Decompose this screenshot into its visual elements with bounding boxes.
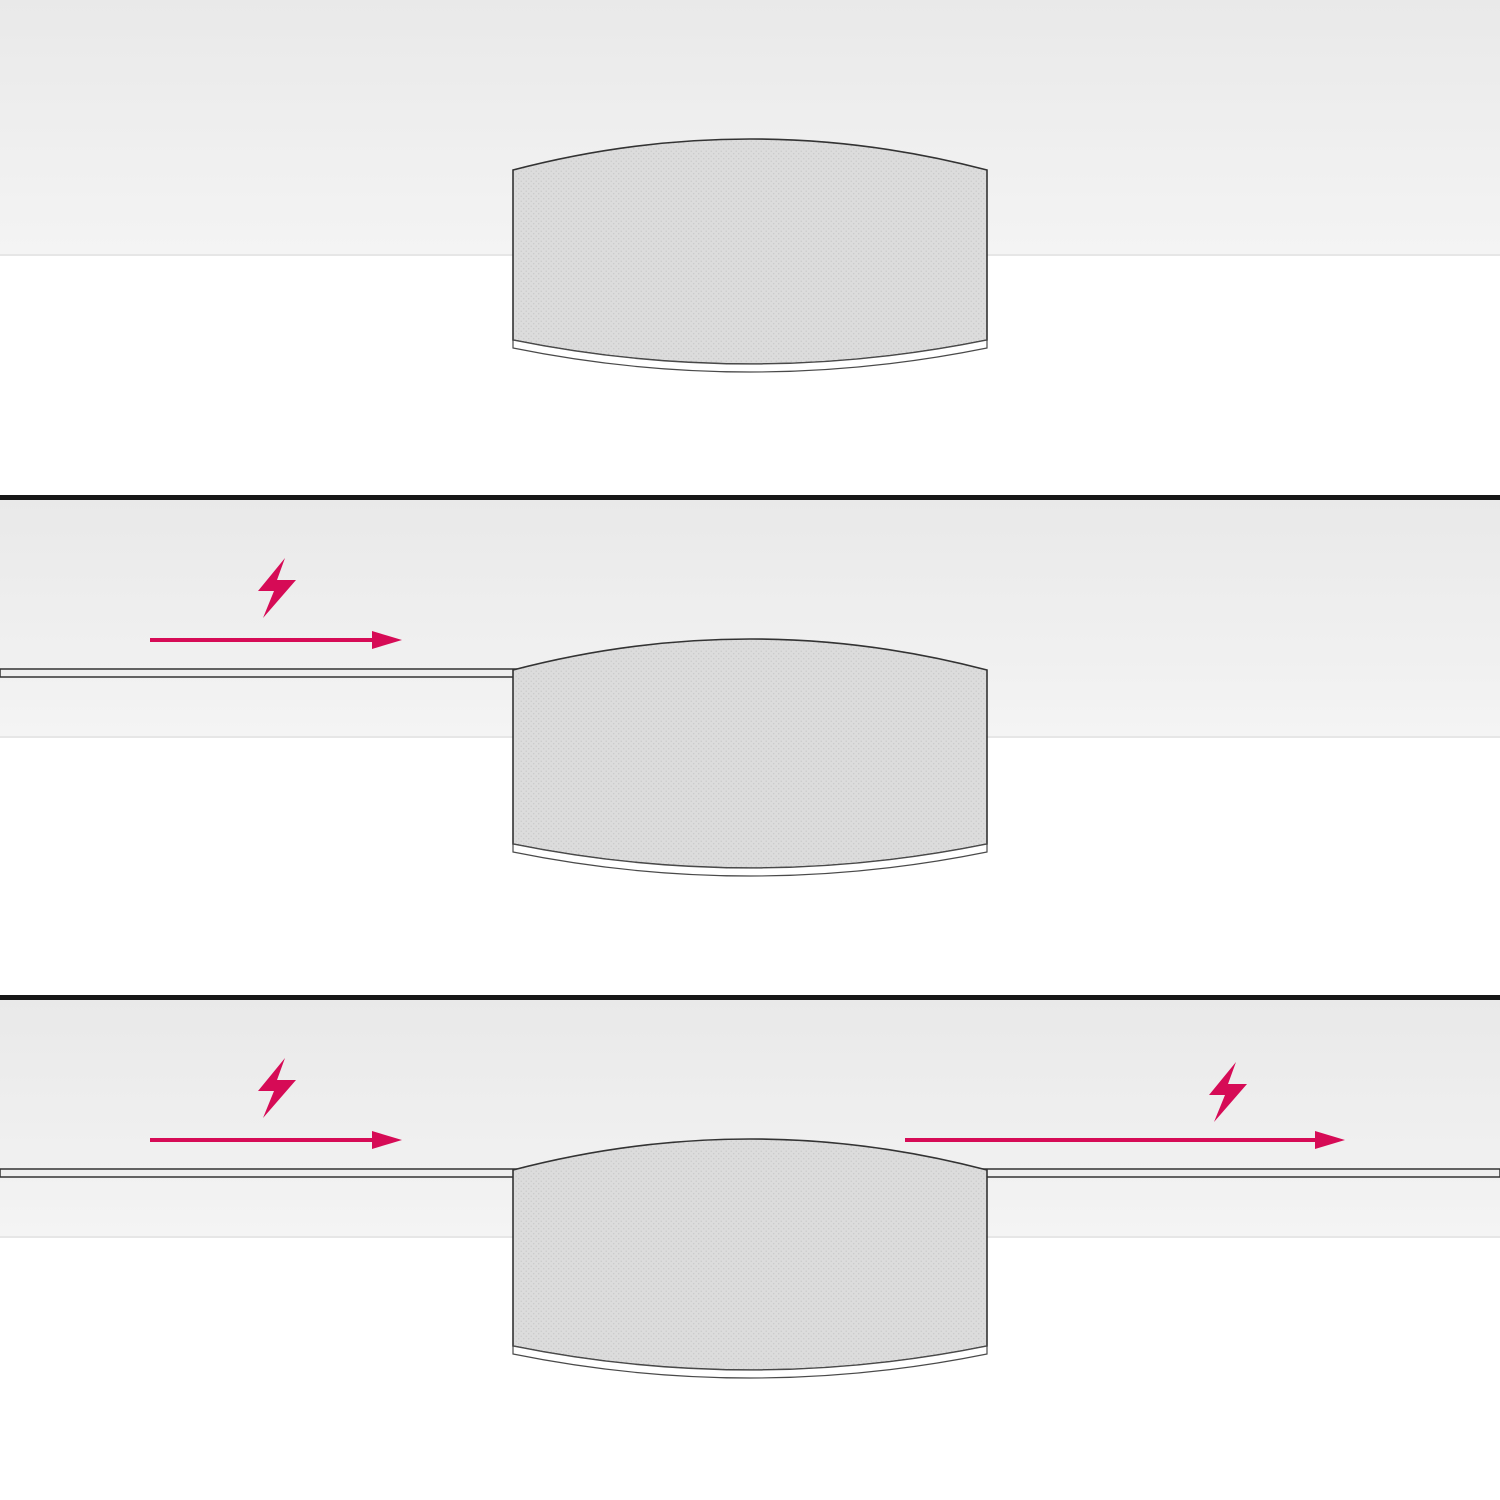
arrow-right-icon bbox=[150, 1131, 402, 1149]
ceiling-lampshade bbox=[512, 138, 988, 373]
arrow-right-icon bbox=[150, 631, 402, 649]
lightning-bolt-shape bbox=[258, 1058, 296, 1118]
arrow-head bbox=[372, 631, 402, 649]
lightning-bolt-shape bbox=[258, 558, 296, 618]
lightning-bolt-icon bbox=[258, 1058, 296, 1118]
arrow-head bbox=[372, 1131, 402, 1149]
lampshade-drum bbox=[512, 638, 988, 869]
panel-lamp-cable-pass-through bbox=[0, 1000, 1500, 1379]
power-cable-left bbox=[0, 668, 521, 678]
lampshade-diffuser-rim bbox=[512, 339, 988, 373]
lightning-bolt-icon bbox=[1209, 1062, 1247, 1122]
lampshade-drum bbox=[512, 138, 988, 365]
power-cable-right bbox=[979, 1168, 1500, 1178]
panel-divider-line bbox=[0, 495, 1500, 500]
ceiling-lampshade bbox=[512, 1138, 988, 1379]
lightning-bolt-shape bbox=[1209, 1062, 1247, 1122]
ceiling-lampshade bbox=[512, 638, 988, 877]
lightning-bolt-icon bbox=[258, 558, 296, 618]
lampshade-diffuser-rim bbox=[512, 843, 988, 877]
panel-lamp-cable-from-left bbox=[0, 500, 1500, 877]
power-cable-left bbox=[0, 1168, 521, 1178]
lampshade-diffuser-rim bbox=[512, 1345, 988, 1379]
panel-lamp-no-cable bbox=[0, 0, 1500, 373]
panel-divider-line bbox=[0, 995, 1500, 1000]
arrow-head bbox=[1315, 1131, 1345, 1149]
lampshade-drum bbox=[512, 1138, 988, 1371]
arrow-right-icon bbox=[905, 1131, 1345, 1149]
